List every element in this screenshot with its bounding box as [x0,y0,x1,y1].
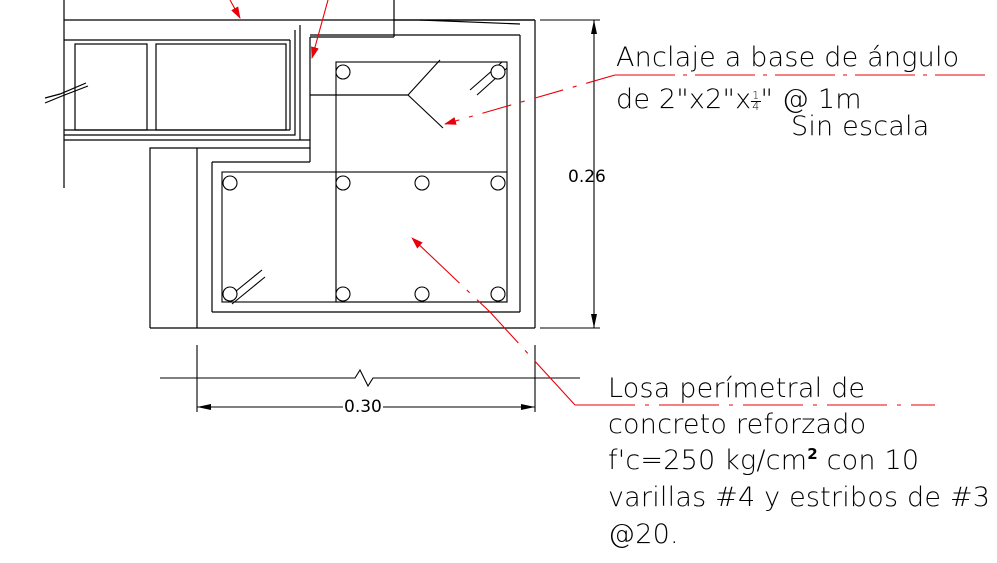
rebar [222,286,238,302]
slab-note-line3-tail: con 10 [817,445,920,476]
dimension-width-label: 0.30 [343,397,383,417]
leader-lines [229,0,985,406]
rebar [490,64,506,80]
slab-note-line2: concreto reforzado [608,409,867,440]
rebar [335,286,351,302]
scale-note: Sin escala [791,111,930,142]
rebar [490,286,506,302]
rebar [414,286,430,302]
rebar [335,175,351,191]
anchor-fraction-denominator: 4 [752,100,760,113]
slab-outline [149,19,536,329]
rebar [222,175,238,191]
slab-note-line3-text: f'c=250 kg/cm [608,445,808,476]
anchor-note-line2-text: de 2"x2"x [616,84,752,115]
rebar [490,175,506,191]
anchor-fraction-numerator: 1 [751,89,761,102]
slab-note-line3: f'c=250 kg/cm2 con 10 [608,445,920,476]
stirrups [221,59,508,305]
anchor-note-line2-spacing: " @ 1m [760,84,862,115]
dimension-height [540,19,600,329]
rebar [414,175,430,191]
steel-profile [44,0,535,188]
superscript-two: 2 [807,445,818,463]
slab-note-line1: Losa perímetral de [608,373,866,404]
rebars [222,64,506,302]
dimension-height-label: 0.26 [568,167,606,187]
rebar [335,64,351,80]
slab-note-line5: @20. [608,519,679,550]
slab-note-line4: varillas #4 y estribos de #3 [608,482,991,513]
anchor-note-line1: Anclaje a base de ángulo [616,42,960,73]
